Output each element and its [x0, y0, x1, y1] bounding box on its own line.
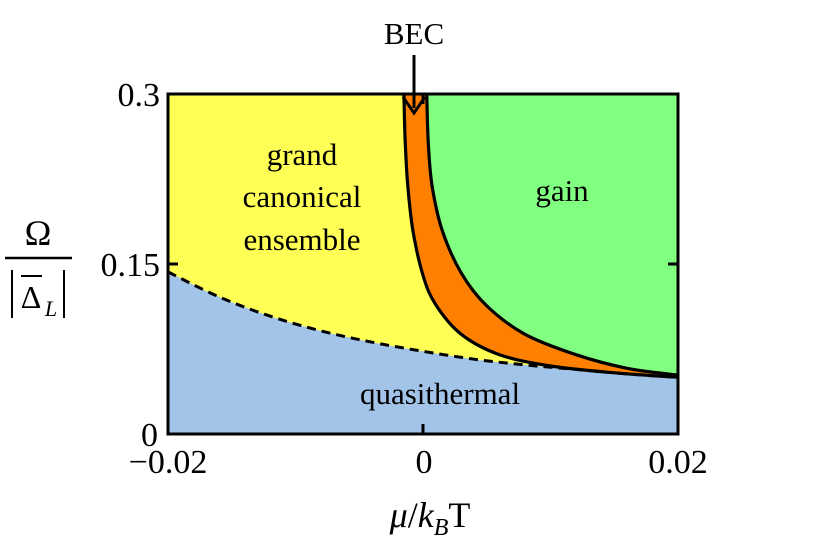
y-axis-delta: Δ — [21, 279, 42, 315]
region-gain — [426, 94, 678, 376]
x-tick-label: −0.02 — [129, 444, 208, 481]
region-label-gain: gain — [535, 173, 589, 208]
region-label-canonical: canonical — [243, 179, 362, 214]
plot-area — [166, 92, 680, 436]
region-label-quasithermal: quasithermal — [360, 376, 520, 411]
region-label-ensemble: ensemble — [243, 222, 360, 257]
x-axis-slash: / — [408, 495, 418, 535]
tick-labels: −0.02 0 0.02 0 0.15 0.3 — [101, 77, 708, 481]
bec-arrow-head — [401, 96, 427, 116]
bec-right-boundary — [425, 93, 679, 377]
y-axis-delta-sub: L — [44, 296, 57, 321]
y-tick-label: 0.15 — [101, 247, 161, 284]
region-bec — [403, 94, 678, 378]
x-tick-label: 0 — [416, 444, 433, 481]
x-axis-k: k — [418, 495, 435, 535]
bec-left-boundary — [402, 93, 679, 379]
x-axis-mu: μ — [389, 495, 408, 535]
region-quasithermal — [168, 271, 678, 434]
x-axis-T: T — [448, 495, 470, 535]
x-axis-sub: B — [434, 515, 449, 538]
bec-annotation: BEC — [384, 16, 444, 116]
y-axis-numerator: Ω — [25, 213, 52, 253]
y-tick-label: 0 — [141, 417, 158, 454]
bec-label: BEC — [384, 16, 444, 51]
x-tick-label: 0.02 — [648, 444, 708, 481]
x-axis-label: μ/kBT — [389, 495, 471, 538]
region-labels: grand canonical ensemble gain quasitherm… — [243, 137, 590, 411]
region-label-grand: grand — [267, 137, 338, 172]
y-axis-label: Ω Δ L — [5, 213, 72, 321]
y-tick-label: 0.3 — [118, 77, 161, 114]
